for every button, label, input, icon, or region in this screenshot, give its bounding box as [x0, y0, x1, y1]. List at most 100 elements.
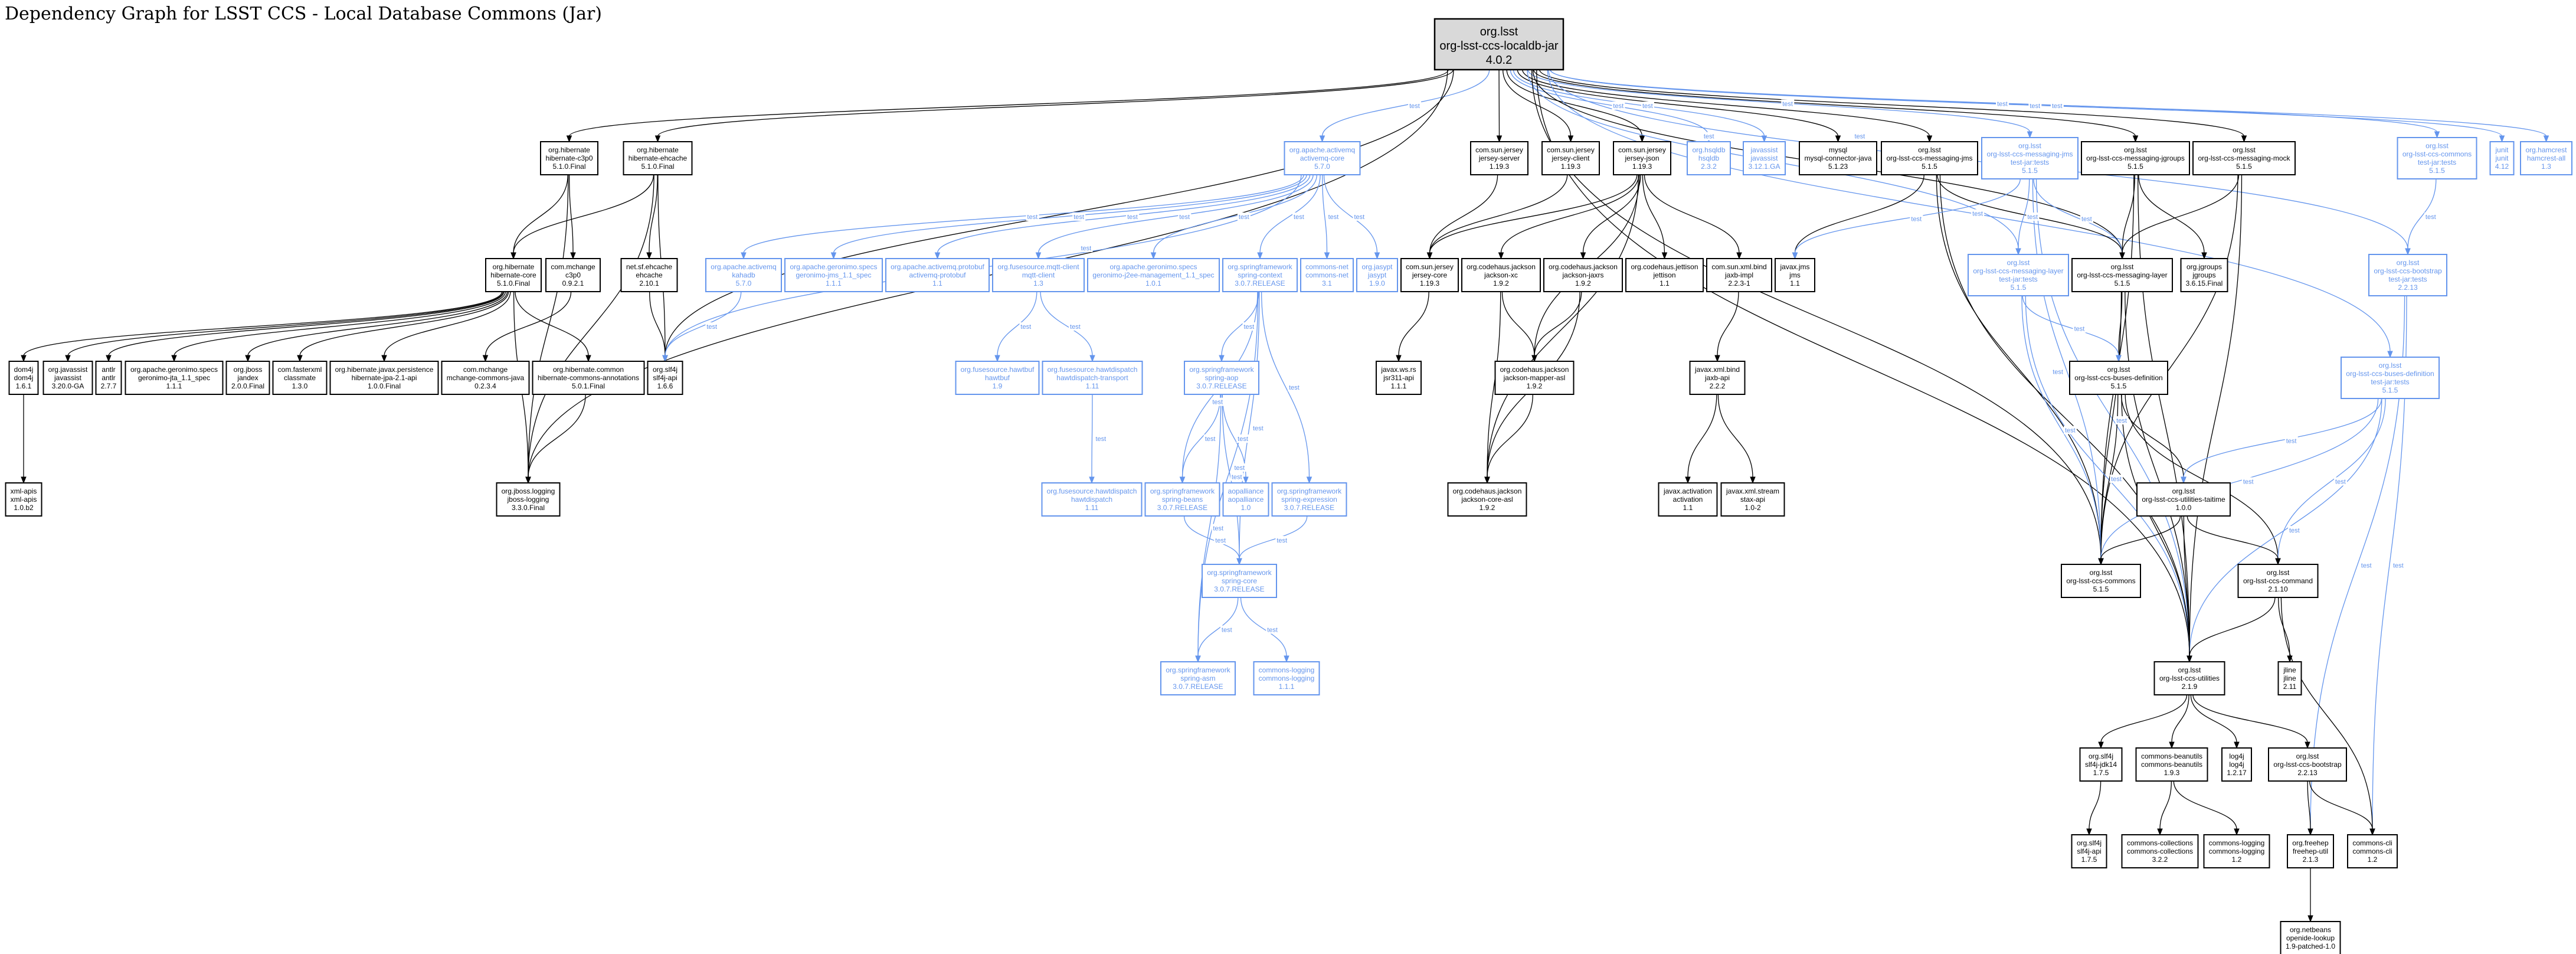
node-jk-mapper[interactable]: org.codehaus.jacksonjackson-mapper-asl1.…: [1494, 361, 1575, 395]
node-commons-t[interactable]: org.lsstorg-lsst-ccs-commonstest-jar:tes…: [2397, 137, 2477, 179]
node-box: [2192, 141, 2296, 175]
node-box: [1433, 18, 1564, 71]
node-sp-context[interactable]: org.springframeworkspring-context3.0.7.R…: [1222, 258, 1298, 292]
node-label-line: org-lsst-ccs-utilities: [2159, 674, 2220, 682]
node-msg-jms-t[interactable]: org.lsstorg-lsst-ccs-messaging-jmstest-j…: [1981, 137, 2079, 179]
arrowhead-icon: [510, 252, 516, 260]
node-box: [532, 361, 645, 395]
node-sp-aop[interactable]: org.springframeworkspring-aop3.0.7.RELEA…: [1184, 361, 1259, 395]
node-label-line: 5.1.5: [2382, 386, 2398, 394]
node-hd-transport[interactable]: org.fusesource.hawtdispatchhawtdispatch-…: [1042, 361, 1143, 395]
node-label-line: javassist: [1750, 154, 1778, 162]
node-label-line: hsqldb: [1698, 154, 1720, 162]
node-label-line: slf4j-api: [2077, 847, 2101, 855]
node-sp-asm[interactable]: org.springframeworkspring-asm3.0.7.RELEA…: [1160, 661, 1236, 695]
node-sp-core[interactable]: org.springframeworkspring-core3.0.7.RELE…: [1202, 564, 1277, 598]
node-h-ehcache[interactable]: org.hibernatehibernate-ehcache5.1.0.Fina…: [623, 141, 693, 175]
edge-sp-core-to-sp-asm: [1195, 597, 1239, 663]
node-g-j2ee[interactable]: org.apache.geronimo.specsgeronimo-j2ee-m…: [1087, 258, 1220, 292]
node-amq-proto[interactable]: org.apache.activemq.protobufactivemq-pro…: [885, 258, 990, 292]
node-hd[interactable]: org.fusesource.hawtdispatchhawtdispatch1…: [1041, 482, 1143, 517]
node-label-line: xml-apis: [11, 495, 37, 504]
node-jk-core[interactable]: org.codehaus.jacksonjackson-core-asl1.9.…: [1447, 482, 1527, 517]
node-buses-t[interactable]: org.lsstorg-lsst-ccs-buses-definitiontes…: [2341, 357, 2440, 399]
node-buses[interactable]: org.lsstorg-lsst-ccs-buses-definition5.1…: [2069, 361, 2168, 395]
node-label-line: jackson-jaxrs: [1562, 271, 1603, 279]
edge-label-test: test: [1212, 399, 1223, 406]
node-collections[interactable]: commons-collectionscommons-collections3.…: [2121, 834, 2199, 868]
node-h-annot[interactable]: org.hibernate.commonhibernate-commons-an…: [532, 361, 645, 395]
node-layer-t[interactable]: org.lsstorg-lsst-ccs-messaging-layertest…: [1968, 254, 2069, 296]
node-taitime[interactable]: org.lsstorg-lsst-ccs-utilities-taitime1.…: [2136, 482, 2231, 517]
node-g-jta[interactable]: org.apache.geronimo.specsgeronimo-jta_1.…: [125, 361, 224, 395]
node-g-jms[interactable]: org.apache.geronimo.specsgeronimo-jms_1.…: [784, 258, 883, 292]
edge-line: [2189, 597, 2276, 657]
node-layer[interactable]: org.lsstorg-lsst-ccs-messaging-layer5.1.…: [2071, 258, 2173, 292]
node-openide[interactable]: org.netbeansopenide-lookup1.9-patched-1.…: [2280, 921, 2341, 954]
edge-line: [2189, 174, 2243, 657]
node-jpa[interactable]: org.hibernate.javax.persistencehibernate…: [329, 361, 439, 395]
node-boot-t[interactable]: org.lsstorg-lsst-ccs-bootstraptest-jar:t…: [2368, 254, 2447, 296]
node-sp-expr[interactable]: org.springframeworkspring-expression3.0.…: [1271, 482, 1347, 517]
node-msg-jgroups[interactable]: org.lsstorg-lsst-ccs-messaging-jgroups5.…: [2081, 141, 2190, 175]
node-jboss-log[interactable]: org.jboss.loggingjboss-logging3.3.0.Fina…: [496, 482, 561, 517]
edge-jk-jaxrs-to-jk-mapper: [1531, 291, 1582, 362]
node-label-line: org.apache.geronimo.specs: [1109, 263, 1197, 271]
node-sp-beans[interactable]: org.springframeworkspring-beans3.0.7.REL…: [1144, 482, 1220, 517]
